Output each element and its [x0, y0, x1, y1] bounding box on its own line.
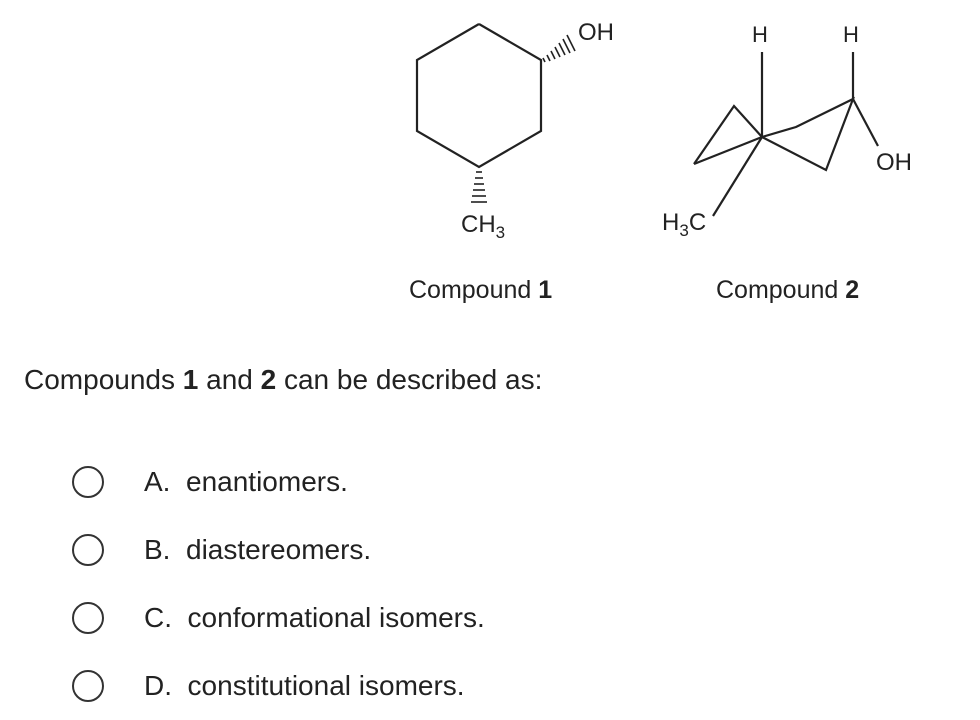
compound-2-h-left-label: H [752, 22, 768, 47]
option-d-label[interactable]: D. constitutional isomers. [144, 670, 465, 701]
compound-2-oh-label: OH [876, 149, 912, 176]
question-num-2: 2 [260, 364, 277, 395]
compound-1-hashed-wedge-oh [542, 34, 576, 63]
option-a-label[interactable]: A. enantiomers. [144, 466, 348, 497]
structures-figure: OH CH3 Compound 1 H H OH H3C Compound 2 [409, 19, 912, 304]
option-b[interactable]: B. diastereomers. [72, 516, 772, 584]
option-a[interactable]: A. enantiomers. [72, 448, 772, 516]
compound-2-structure [693, 52, 879, 217]
compound-1-oh-label: OH [578, 19, 614, 46]
question-num-1: 1 [182, 364, 199, 395]
compound-1-hashed-wedge-ch3 [471, 171, 487, 203]
compound-1-ch3-label: CH3 [461, 211, 505, 242]
option-b-radio[interactable] [72, 534, 104, 566]
compound-2-caption: Compound 2 [716, 276, 859, 304]
question-part-3: can be described as: [276, 364, 543, 395]
option-c-radio[interactable] [72, 602, 104, 634]
compound-2-h3c-label: H3C [662, 209, 706, 240]
compound-1-caption: Compound 1 [409, 276, 552, 304]
answer-options: A. enantiomers. B. diastereomers. C. con… [72, 448, 772, 720]
compound-2-bond-oh [852, 98, 879, 147]
option-a-radio[interactable] [72, 466, 104, 498]
compound-2-h-right-label: H [843, 22, 859, 47]
option-d[interactable]: D. constitutional isomers. [72, 652, 772, 720]
question-part-2: and [198, 364, 261, 395]
option-c[interactable]: C. conformational isomers. [72, 584, 772, 652]
option-d-radio[interactable] [72, 670, 104, 702]
compound-2-bond-back [693, 135, 763, 166]
compound-1-ring [415, 23, 543, 169]
compound-2-chair [693, 96, 856, 172]
option-c-label[interactable]: C. conformational isomers. [144, 602, 485, 633]
compound-1-structure [415, 23, 576, 203]
question-text: Compounds 1 and 2 can be described as: [24, 362, 542, 398]
compound-2-bond-ch3 [712, 136, 763, 217]
option-b-label[interactable]: B. diastereomers. [144, 534, 372, 565]
question-part-1: Compounds [24, 364, 183, 395]
